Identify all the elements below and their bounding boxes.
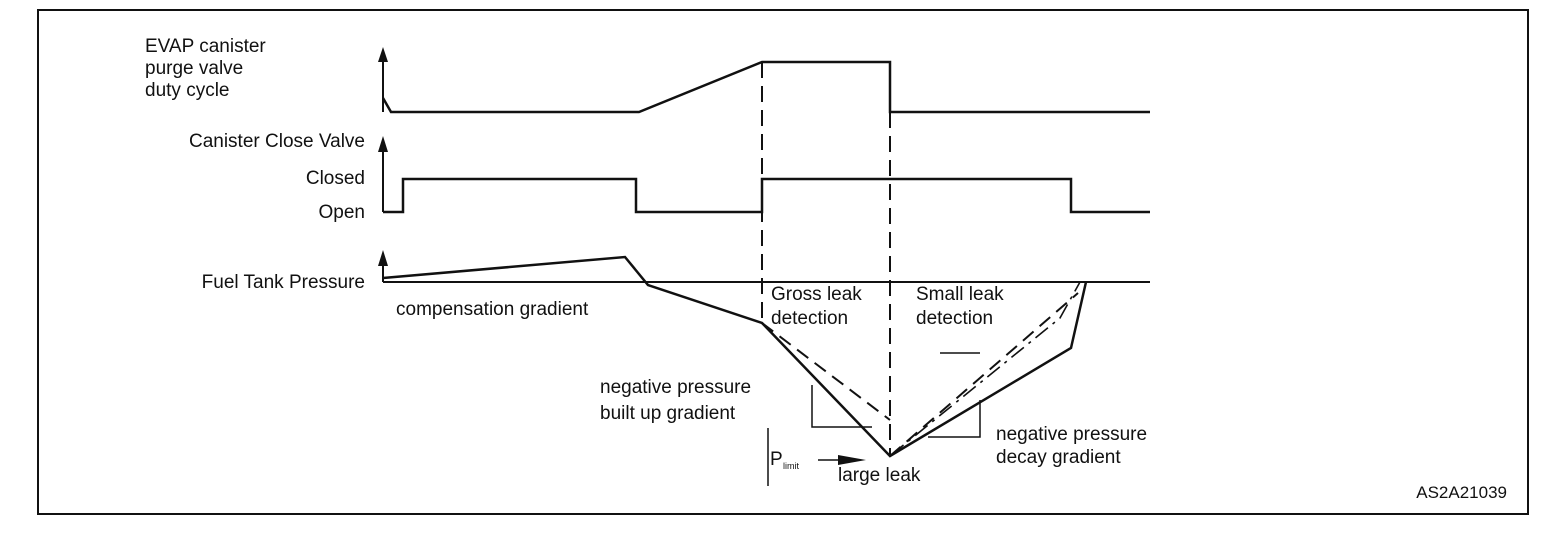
small-leak-label-line1: Small leak xyxy=(916,284,1004,305)
figure-id-label: AS2A21039 xyxy=(1416,483,1507,502)
close-valve-trace xyxy=(383,177,1150,214)
neg-built-label-line1: negative pressure xyxy=(600,377,751,398)
pressure-dashdot-curve xyxy=(761,281,1081,458)
large-leak-label: large leak xyxy=(838,465,921,486)
compensation-gradient-label: compensation gradient xyxy=(396,299,589,320)
decay-gradient-triangle xyxy=(928,400,981,438)
neg-built-label-line2: built up gradient xyxy=(600,403,736,424)
purge-axis-arrow-icon xyxy=(378,47,388,62)
gross-leak-label-line1: Gross leak xyxy=(771,284,862,305)
p-limit-arrow-icon xyxy=(838,455,866,465)
valve-axis-arrow-icon xyxy=(378,136,388,152)
purge-label-line2: purge valve xyxy=(145,58,243,79)
close-valve-label: Canister Close Valve xyxy=(189,131,365,152)
pressure-dashed-curve-small xyxy=(889,292,1079,457)
figure-frame xyxy=(37,9,1529,515)
purge-label-line1: EVAP canister xyxy=(145,36,266,57)
fuel-tank-pressure-label: Fuel Tank Pressure xyxy=(202,272,365,293)
neg-decay-label-line1: negative pressure xyxy=(996,424,1147,445)
p-limit-label: P xyxy=(770,449,783,470)
built-up-gradient-triangle xyxy=(811,385,872,428)
neg-decay-label-line2: decay gradient xyxy=(996,447,1121,468)
p-limit-subscript: limit xyxy=(783,461,799,471)
small-leak-label-line2: detection xyxy=(916,308,993,329)
pressure-dashed-curve-gross xyxy=(761,322,891,421)
gross-leak-label-line2: detection xyxy=(771,308,848,329)
closed-state-label: Closed xyxy=(306,168,365,189)
purge-label-line3: duty cycle xyxy=(145,80,229,101)
pressure-axis-arrow-icon xyxy=(378,250,388,266)
purge-duty-cycle-trace xyxy=(381,60,1150,114)
open-state-label: Open xyxy=(319,202,365,223)
